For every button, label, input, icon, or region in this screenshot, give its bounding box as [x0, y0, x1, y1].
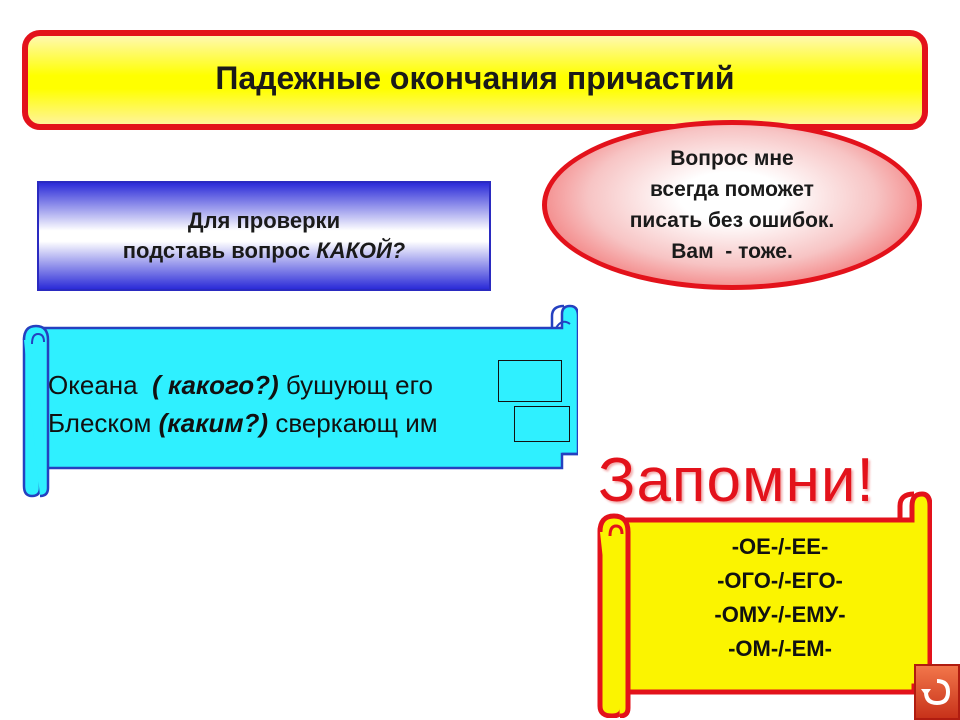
example-2-question: (каким?): [158, 408, 269, 438]
title-banner: Падежные окончания причастий: [22, 30, 928, 130]
return-button[interactable]: [914, 664, 960, 720]
example-1-ending: его: [395, 370, 433, 400]
ending-item-4: -ОМ-/-ЕМ-: [728, 636, 832, 661]
scroll-shape: [22, 304, 578, 498]
page-title: Падежные окончания причастий: [215, 59, 735, 96]
hint-box: Для проверки подставь вопрос КАКОЙ?: [37, 181, 491, 291]
advice-bubble: Вопрос мне всегда поможет писать без оши…: [542, 120, 922, 290]
example-2-ending: им: [405, 408, 438, 438]
ending-item-2: -ОГО-/-ЕГО-: [717, 568, 843, 593]
endings-scroll: -ОЕ-/-ЕЕ- -ОГО-/-ЕГО- -ОМУ-/-ЕМУ- -ОМ-/-…: [592, 486, 932, 718]
example-2-stem: сверкающ: [268, 408, 406, 438]
endings-list: -ОЕ-/-ЕЕ- -ОГО-/-ЕГО- -ОМУ-/-ЕМУ- -ОМ-/-…: [632, 530, 928, 666]
example-2-noun: Блеском: [48, 408, 159, 438]
bubble-line-4: Вам - тоже.: [671, 240, 793, 263]
example-line-2: Блеском (каким?) сверкающ им: [48, 406, 438, 440]
return-arrow-icon: [921, 679, 951, 706]
hint-line-1: Для проверки: [187, 208, 341, 233]
bubble-line-2: всегда поможет: [650, 178, 814, 201]
ending-item-3: -ОМУ-/-ЕМУ-: [714, 602, 846, 627]
endings-scroll-shape: [597, 491, 932, 718]
example-1-question: ( какого?): [152, 370, 279, 400]
ending-item-1: -ОЕ-/-ЕЕ-: [731, 534, 829, 559]
examples-scroll: Океана ( какого?) бушующ его Блеском (ка…: [22, 304, 578, 498]
example-line-1: Океана ( какого?) бушующ его: [48, 368, 433, 402]
example-1-noun: Океана: [48, 370, 153, 400]
example-1-stem: бушующ: [278, 370, 396, 400]
bubble-line-1: Вопрос мне: [670, 147, 794, 170]
ending-box-2: [514, 406, 570, 442]
hint-question: КАКОЙ?: [316, 238, 406, 263]
hint-line-2: подставь вопрос КАКОЙ?: [123, 236, 405, 266]
ending-box-1: [498, 360, 562, 402]
remember-heading: Запомни!: [598, 446, 875, 515]
bubble-line-3: писать без ошибок.: [629, 209, 835, 232]
hint-line-2-text: подставь вопрос: [122, 238, 317, 263]
